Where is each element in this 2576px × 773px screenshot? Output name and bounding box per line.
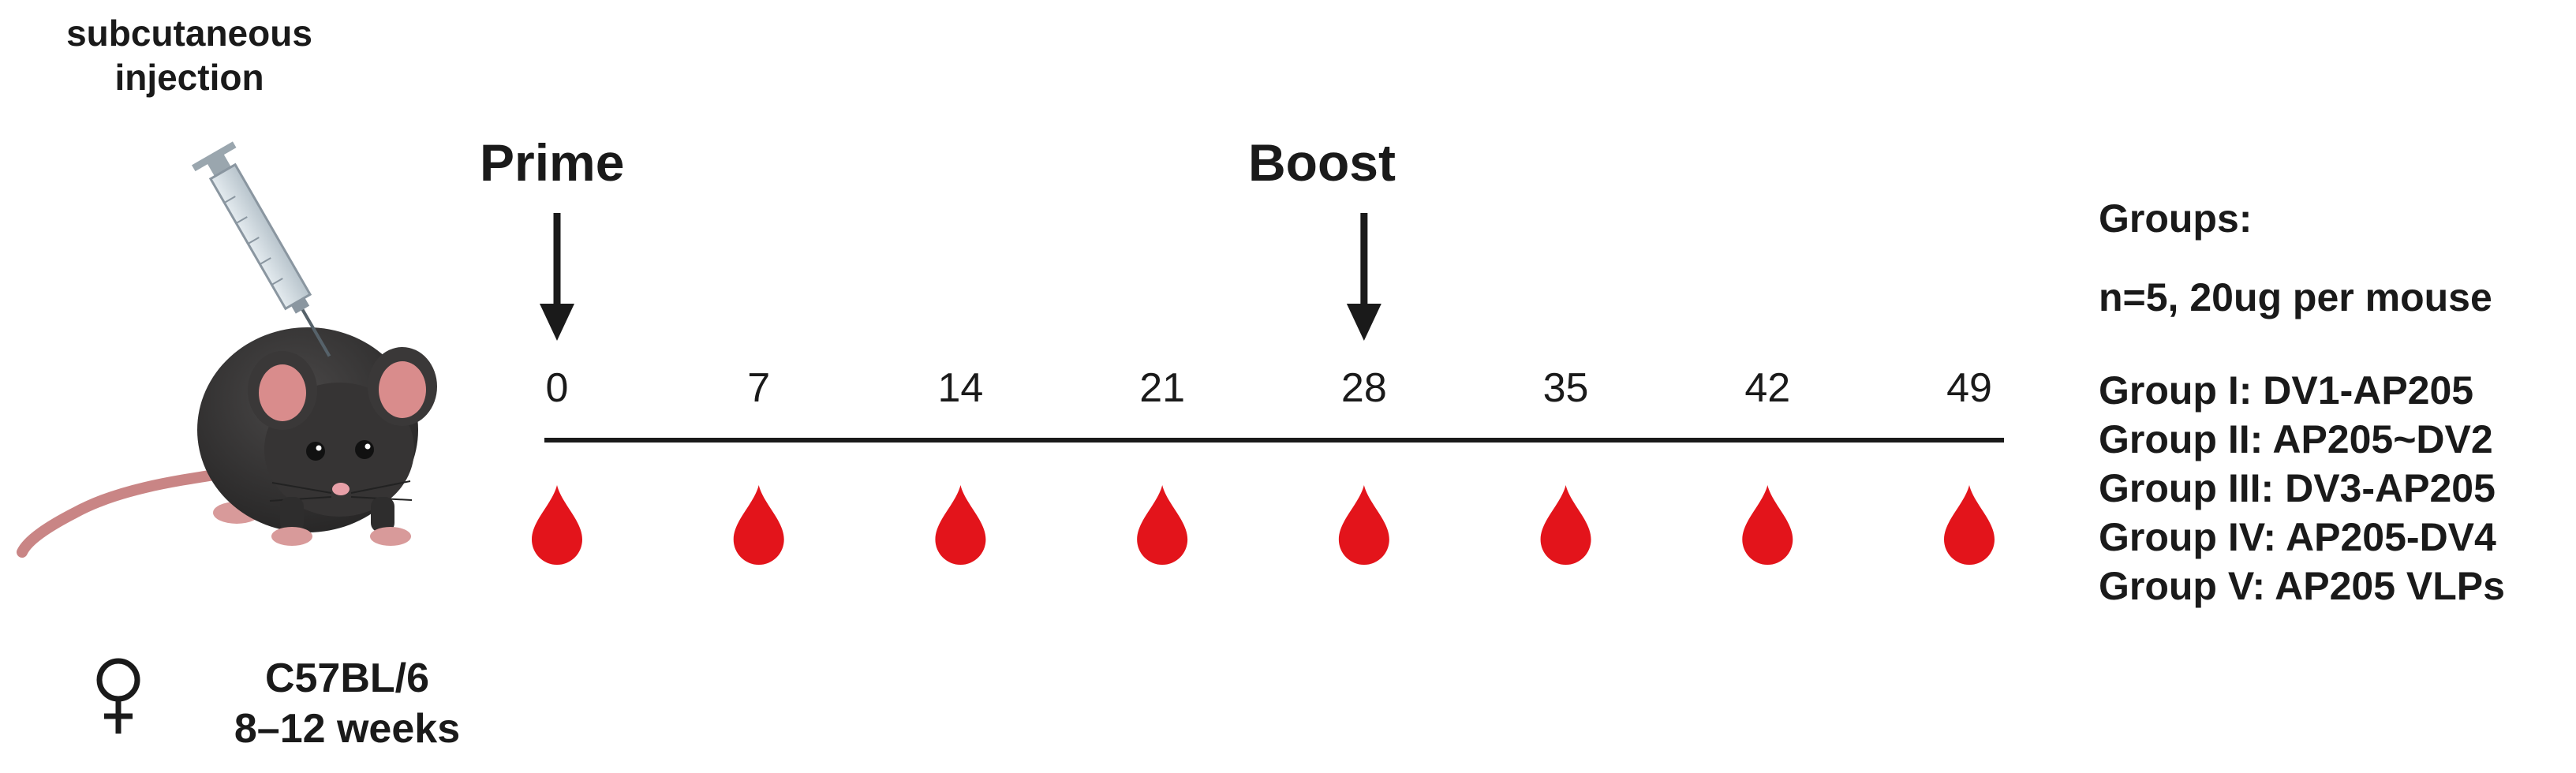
boost-label: Boost: [1248, 133, 1396, 192]
blood-drop-icon: [1540, 485, 1591, 565]
day-label: 28: [1340, 365, 1387, 411]
blood-drop-icon: [1137, 485, 1188, 565]
blood-drops: [532, 485, 1995, 565]
syringe-icon: [192, 141, 331, 357]
blood-drop-icon: [1742, 485, 1793, 565]
group-item-2: Group II: AP205~DV2: [2099, 417, 2493, 461]
blood-drop-icon: [1944, 485, 1995, 565]
group-item-3: Group III: DV3-AP205: [2099, 466, 2496, 510]
day-label: 49: [1946, 365, 1992, 411]
day-label: 7: [747, 365, 771, 411]
group-item-5: Group V: AP205 VLPs: [2099, 564, 2505, 608]
mouse-strain: C57BL/6: [264, 655, 430, 701]
boost-arrow-icon: [1346, 213, 1381, 341]
groups-panel: Groups: n=5, 20ug per mouse Group I: DV1…: [2099, 196, 2572, 611]
prime-label: Prime: [480, 133, 625, 192]
prime-arrow-icon: [540, 213, 574, 341]
injection-label-line1: subcutaneous: [66, 13, 312, 54]
groups-dose-info: n=5, 20ug per mouse: [2099, 275, 2492, 319]
injection-label-line2: injection: [114, 57, 264, 98]
day-label: 42: [1744, 365, 1791, 411]
group-item-1: Group I: DV1-AP205: [2099, 368, 2474, 413]
mouse-strain-label: C57BL/6 8–12 weeks: [189, 653, 505, 754]
injection-label: subcutaneous injection: [32, 11, 347, 99]
blood-drop-icon: [532, 485, 582, 565]
blood-drop-icon: [935, 485, 986, 565]
female-symbol-icon: [96, 658, 140, 734]
day-label: 35: [1542, 365, 1589, 411]
groups-title: Groups:: [2099, 196, 2253, 241]
blood-drop-icon: [1338, 485, 1389, 565]
day-label: 21: [1139, 365, 1186, 411]
blood-drop-icon: [733, 485, 784, 565]
mouse-age: 8–12 weeks: [234, 706, 461, 752]
mouse-illustration: [17, 327, 437, 558]
day-label: 0: [545, 365, 569, 411]
day-label: 14: [937, 365, 984, 411]
group-item-4: Group IV: AP205-DV4: [2099, 515, 2496, 559]
groups-list: Group I: DV1-AP205 Group II: AP205~DV2 G…: [2099, 366, 2572, 611]
event-arrows: [540, 213, 1381, 341]
